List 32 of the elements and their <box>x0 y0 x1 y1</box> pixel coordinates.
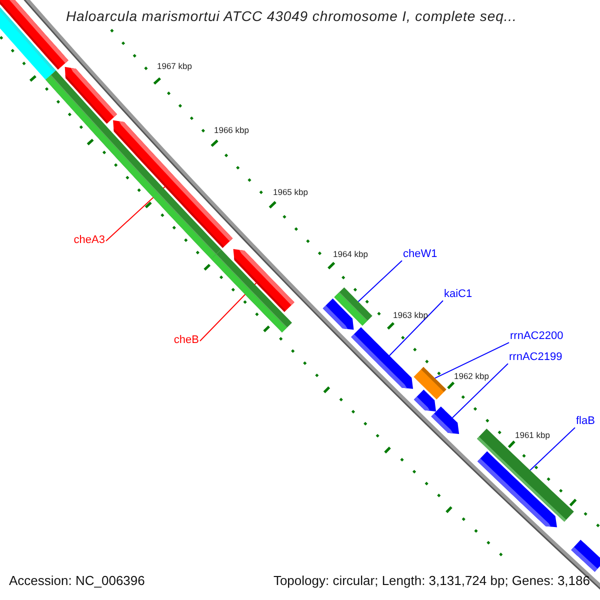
leader-line <box>358 260 402 302</box>
topology-text: Topology: circular; Length: 3,131,724 bp; Genes: 3,186 <box>273 573 590 589</box>
leader-line <box>530 427 576 471</box>
scale-label: 1962 kbp <box>454 370 489 382</box>
gene-feature <box>351 327 414 389</box>
gene-feature <box>431 406 460 434</box>
gene-feature <box>113 120 233 248</box>
leader-line <box>388 300 444 356</box>
gene-bar <box>334 287 372 326</box>
gene-bar <box>0 0 68 70</box>
map-title: Haloarcula marismortui ATCC 43049 chromosome I, complete seq... <box>66 8 517 25</box>
gene-feature <box>477 451 558 528</box>
leader-line <box>452 363 508 418</box>
scale-label: 1967 kbp <box>157 60 192 72</box>
leader-line <box>434 342 510 379</box>
scale-label: 1965 kbp <box>273 186 308 198</box>
gene-label: cheA3 <box>74 234 105 248</box>
gene-label: rrnAC2200 <box>510 330 564 344</box>
gene-bar <box>571 540 600 572</box>
scale-label: 1963 kbp <box>393 310 428 320</box>
gene-label: cheB <box>174 334 199 348</box>
gene-label: cheW1 <box>403 248 438 262</box>
gene-label: rrnAC2199 <box>509 351 562 365</box>
accession-text: Accession: NC_006396 <box>9 573 145 589</box>
gene-feature <box>233 249 294 312</box>
scale-label: 1966 kbp <box>214 124 249 136</box>
gene-label: flaB <box>576 415 595 429</box>
gene-feature <box>414 390 436 412</box>
scale-label: 1961 kbp <box>515 430 550 440</box>
scale-label: 1964 kbp <box>333 248 368 260</box>
gene-label: kaiC1 <box>444 288 472 302</box>
gene-feature <box>64 66 118 124</box>
